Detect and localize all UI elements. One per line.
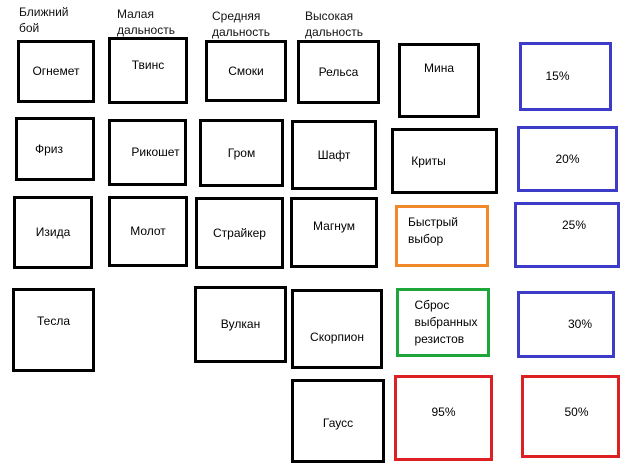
- weapon-label: Изида: [35, 225, 71, 239]
- weapon-box-friz[interactable]: Фриз: [15, 117, 95, 181]
- module-box-reset-resists[interactable]: Сброс выбранных резистов: [396, 288, 490, 357]
- weapon-box-grom[interactable]: Гром: [199, 119, 284, 187]
- weapon-label: Рикошет: [131, 145, 180, 159]
- weapon-label: Огнемет: [32, 64, 80, 78]
- percent-box-50[interactable]: 50%: [521, 375, 620, 458]
- weapon-box-tesla[interactable]: Тесла: [12, 288, 95, 372]
- weapon-label: Смоки: [228, 63, 264, 78]
- module-box-95-percent[interactable]: 95%: [394, 375, 493, 461]
- module-box-quick-select[interactable]: Быстрый выбор: [395, 205, 489, 267]
- module-box-mine[interactable]: Мина: [398, 43, 480, 118]
- weapon-box-smoki[interactable]: Смоки: [205, 40, 287, 102]
- weapon-box-relsa[interactable]: Рельса: [297, 40, 380, 104]
- weapon-box-tvins[interactable]: Твинс: [108, 37, 188, 104]
- percent-label: 25%: [561, 217, 587, 232]
- weapon-box-ognemet[interactable]: Огнемет: [17, 40, 95, 103]
- weapon-label: Твинс: [131, 58, 165, 72]
- weapon-label: Вулкан: [220, 317, 261, 331]
- weapon-label: Магнум: [313, 219, 355, 233]
- weapon-box-izida[interactable]: Изида: [13, 196, 93, 269]
- weapon-label: Тесла: [36, 313, 70, 328]
- percent-label: 20%: [555, 151, 580, 166]
- weapon-box-shaft[interactable]: Шафт: [291, 120, 377, 190]
- module-label: Сброс выбранных резистов: [414, 298, 478, 346]
- percent-label: 50%: [564, 405, 589, 419]
- weapon-label: Страйкер: [213, 225, 266, 240]
- percent-box-25[interactable]: 25%: [514, 202, 620, 268]
- module-label: Мина: [424, 61, 454, 75]
- percent-box-30[interactable]: 30%: [517, 291, 615, 358]
- module-label: Криты: [411, 153, 446, 168]
- weapon-label: Шафт: [317, 147, 351, 162]
- percent-box-20[interactable]: 20%: [517, 126, 618, 192]
- weapon-box-straiker[interactable]: Страйкер: [195, 197, 284, 269]
- header-medium-range: Средняя дальность: [212, 9, 270, 39]
- weapon-box-magnum[interactable]: Магнум: [290, 197, 378, 268]
- weapon-box-gauss[interactable]: Гаусс: [291, 379, 385, 463]
- weapon-box-vulkan[interactable]: Вулкан: [194, 286, 287, 363]
- weapon-box-rikoshet[interactable]: Рикошет: [108, 119, 187, 186]
- percent-label: 15%: [545, 69, 570, 83]
- weapon-label: Рельса: [318, 64, 359, 79]
- weapon-label: Гром: [227, 145, 256, 160]
- weapon-label: Скорпион: [310, 329, 364, 344]
- header-short-range: Малая дальность: [117, 7, 175, 37]
- header-long-range: Высокая дальность: [305, 9, 363, 39]
- percent-label: 30%: [567, 317, 593, 331]
- weapon-box-molot[interactable]: Молот: [108, 196, 188, 267]
- weapon-label: Фриз: [34, 141, 63, 156]
- header-melee: Ближний бой: [19, 5, 69, 35]
- percent-box-15[interactable]: 15%: [519, 42, 612, 111]
- weapon-box-skorpion[interactable]: Скорпион: [291, 289, 383, 369]
- weapon-label: Молот: [130, 224, 166, 238]
- weapon-label: Гаусс: [322, 415, 354, 430]
- module-label: Быстрый выбор: [408, 215, 458, 246]
- module-label: 95%: [431, 404, 456, 419]
- module-box-crits[interactable]: Криты: [391, 128, 498, 194]
